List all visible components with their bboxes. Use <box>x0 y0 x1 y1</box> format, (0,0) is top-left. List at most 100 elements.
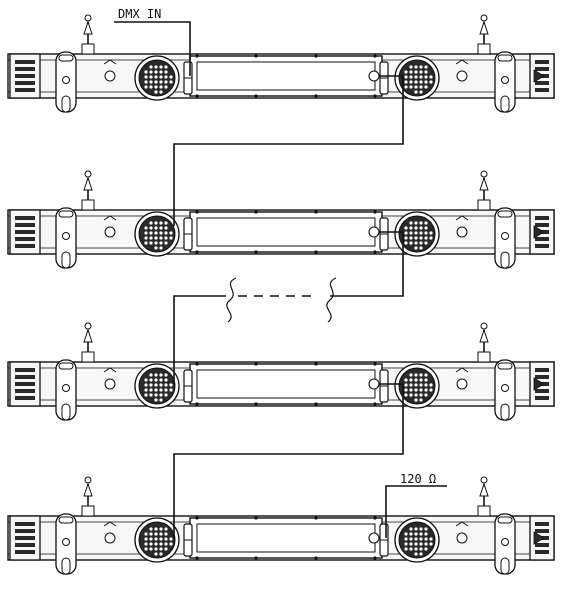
fan-hole <box>414 85 418 89</box>
module-screw <box>195 402 199 406</box>
fan-hole <box>164 70 168 74</box>
fan-hole <box>159 90 163 94</box>
bracket-slot <box>500 557 510 575</box>
fan-hole <box>419 226 423 230</box>
fan-hole <box>424 70 428 74</box>
fan-hole <box>154 393 158 397</box>
bracket-bolt <box>501 538 509 546</box>
lock-icon <box>456 70 468 82</box>
bracket-slot <box>61 403 71 421</box>
vent-slot <box>535 550 549 554</box>
vent-slot <box>15 237 35 241</box>
knob-tip <box>479 328 489 343</box>
fan-hole <box>414 388 418 392</box>
knob-tip <box>83 328 93 343</box>
arrow-icon <box>103 215 117 221</box>
fan-hole <box>409 527 413 531</box>
cable-loop <box>368 378 380 390</box>
vent-slot <box>15 368 35 372</box>
knob-tip <box>83 20 93 35</box>
module-screw <box>314 516 318 520</box>
fan-hole <box>419 537 423 541</box>
fan-hole <box>164 547 168 551</box>
fan-hole <box>154 552 158 556</box>
vent-slot <box>15 396 35 400</box>
fan-hole <box>429 383 433 387</box>
fan-hole <box>404 547 408 551</box>
terminator-lead <box>385 485 447 538</box>
fan-hole <box>144 226 148 230</box>
fan-hole <box>164 393 168 397</box>
fan-hole <box>409 393 413 397</box>
lock-icon <box>104 70 116 82</box>
fan-hole <box>154 388 158 392</box>
fan-hole <box>159 398 163 402</box>
fan-hole <box>159 388 163 392</box>
bracket-bolt <box>501 76 509 84</box>
cable-break-marks <box>226 277 337 323</box>
bracket-bolt <box>501 384 509 392</box>
knob-eye <box>84 170 92 178</box>
vent-slot <box>15 60 35 64</box>
fan-hole <box>164 383 168 387</box>
fan-hole <box>149 373 153 377</box>
fan-hole <box>414 241 418 245</box>
bracket-top-slot <box>497 362 513 370</box>
module-screw <box>195 210 199 214</box>
vent-slot <box>15 81 35 85</box>
fan-hole <box>424 393 428 397</box>
bracket-top-slot <box>497 210 513 218</box>
fan-hole <box>149 75 153 79</box>
vent-slot <box>535 223 549 227</box>
knob-base <box>477 505 491 517</box>
fan-hole <box>409 532 413 536</box>
fan-hole <box>409 236 413 240</box>
fan-hole <box>419 547 423 551</box>
fan-hole <box>424 378 428 382</box>
fan-hole <box>424 373 428 377</box>
fan-hole <box>419 231 423 235</box>
fan-hole <box>409 373 413 377</box>
fan-hole <box>159 246 163 250</box>
fan-hole <box>409 85 413 89</box>
fan-hole <box>154 373 158 377</box>
fan-hole <box>149 547 153 551</box>
fan-hole <box>409 542 413 546</box>
module-screw <box>373 54 377 58</box>
fan-hole <box>154 246 158 250</box>
fan-hole <box>154 532 158 536</box>
vent-slot <box>535 216 549 220</box>
fan-hole <box>414 373 418 377</box>
arrow-icon <box>103 367 117 373</box>
fan-hole <box>424 532 428 536</box>
fan-hole <box>154 85 158 89</box>
fan-hole <box>149 236 153 240</box>
fan-hole <box>419 246 423 250</box>
lock-icon <box>104 378 116 390</box>
fan-hole <box>154 398 158 402</box>
fan-hole <box>154 547 158 551</box>
vent-slot <box>535 88 549 92</box>
knob-base <box>81 351 95 363</box>
module-screw <box>254 402 258 406</box>
knob-tip <box>83 176 93 191</box>
center-panel <box>196 217 376 247</box>
fan-hole <box>414 532 418 536</box>
vent-slot <box>15 67 35 71</box>
fan-hole <box>144 236 148 240</box>
fan-hole <box>164 85 168 89</box>
fan-hole <box>414 537 418 541</box>
dmx-cables <box>114 21 447 540</box>
fan-hole <box>409 75 413 79</box>
fan-hole <box>159 527 163 531</box>
fan-hole <box>169 75 173 79</box>
fan-hole <box>414 552 418 556</box>
knob-eye <box>480 14 488 22</box>
module-screw <box>314 402 318 406</box>
module-screw <box>314 250 318 254</box>
vent-slot <box>15 536 35 540</box>
power-clip <box>533 377 545 391</box>
fan-hole <box>404 75 408 79</box>
fan-hole <box>159 221 163 225</box>
knob-tip <box>479 482 489 497</box>
